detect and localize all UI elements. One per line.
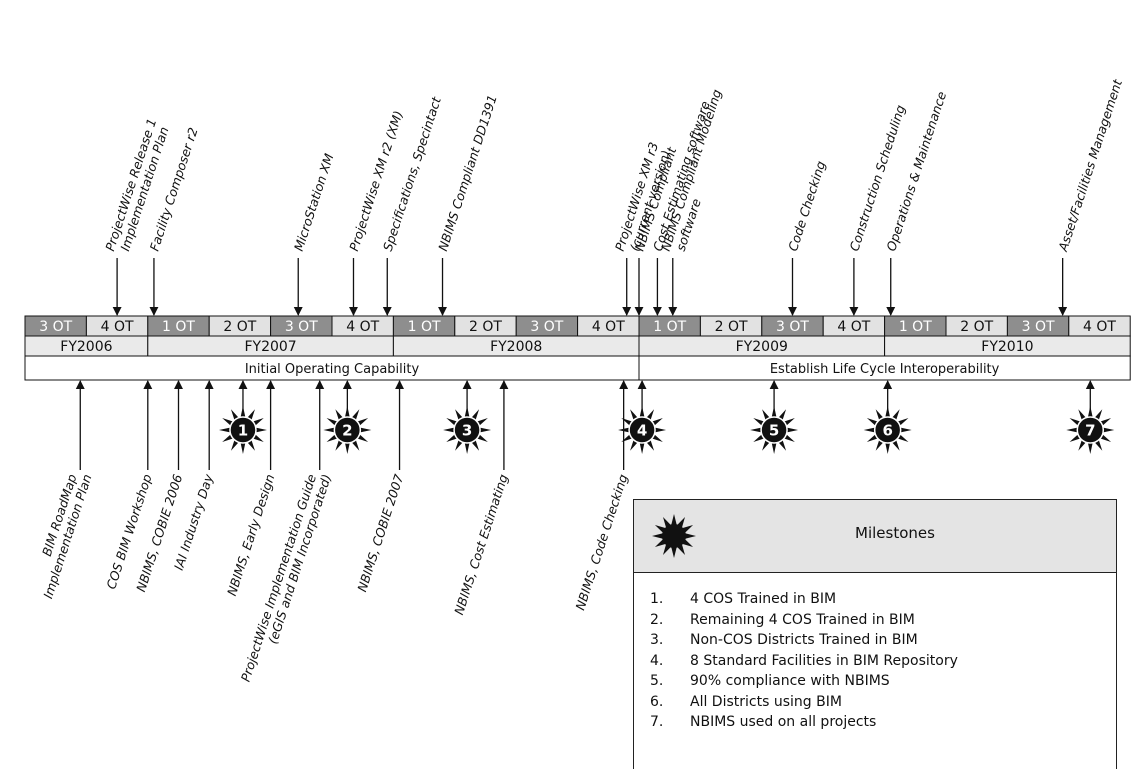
quarter-row: 3 OT 4 OT 1 OT 2 OT 3 OT 4 OT 1 OT 2 OT 3 OT 4 OT… <box>24 315 1131 337</box>
quarter-label: 4 OT <box>346 319 379 335</box>
legend-item: 7. NBIMS used on all projects <box>650 712 1116 733</box>
legend-item-text: 8 Standard Facilities in BIM Repository <box>690 652 958 669</box>
legend-item-number: 7. <box>650 714 664 730</box>
legend-item-text: Non-COS Districts Trained in BIM <box>690 632 918 648</box>
milestones-legend: Milestones 1. 4 COS Trained in BIM 2. Remai… <box>633 499 1117 769</box>
legend-item-text: NBIMS used on all projects <box>690 714 877 730</box>
milestone-number: 5 <box>769 422 779 440</box>
legend-item: 2. Remaining 4 COS Trained in BIM <box>650 610 1116 631</box>
milestone-number: 2 <box>342 422 352 440</box>
fiscal-year-label: FY2007 <box>244 339 296 355</box>
milestone-number: 4 <box>637 422 647 440</box>
milestone-marker-6: 6 <box>863 406 912 454</box>
event-label-nbims-dd1391: NBIMS Compliant DD1391 <box>435 93 500 253</box>
legend-item-text: 4 COS Trained in BIM <box>690 591 837 607</box>
phase-label: Establish Life Cycle Interoperability <box>770 362 1000 377</box>
quarter-label: 2 OT <box>469 319 502 335</box>
legend-header: Milestones <box>634 500 1116 573</box>
sun-icon <box>652 514 696 558</box>
phase-row: Initial Operating Capability Establish Li… <box>24 355 1131 381</box>
milestone-number: 1 <box>238 422 248 440</box>
legend-item: 4. 8 Standard Facilities in BIM Repositor… <box>650 651 1116 672</box>
quarter-label: 2 OT <box>715 319 748 335</box>
event-label-nbims-cobie-2007: NBIMS, COBIE 2007 <box>354 472 406 593</box>
milestone-marker-5: 5 <box>750 406 799 454</box>
legend-item-number: 3. <box>650 632 664 648</box>
quarter-label: 3 OT <box>776 319 809 335</box>
milestone-number: 7 <box>1085 422 1095 440</box>
milestone-marker-3: 3 <box>443 406 492 454</box>
quarter-label: 4 OT <box>837 319 870 335</box>
legend-item: 1. 4 COS Trained in BIM <box>650 589 1116 610</box>
milestone-marker-4: 4 <box>618 406 667 454</box>
event-label-nbims-code-checking: NBIMS, Code Checking <box>572 472 630 612</box>
legend-item: 6. All Districts using BIM <box>650 692 1116 713</box>
legend-item-number: 6. <box>650 693 664 710</box>
event-label-nbims-cost-estimating: NBIMS, Cost Estimating <box>451 472 511 616</box>
quarter-label: 3 OT <box>285 319 318 335</box>
quarter-label: 1 OT <box>162 319 195 335</box>
milestone-marker-7: 7 <box>1066 406 1115 454</box>
milestone-marker-1: 1 <box>218 406 267 454</box>
fiscal-year-label: FY2008 <box>490 339 542 355</box>
quarter-label: 3 OT <box>530 319 563 335</box>
legend-item-number: 1. <box>650 591 664 607</box>
phase-cell <box>638 355 1131 381</box>
quarter-label: 4 OT <box>1083 319 1116 335</box>
quarter-label: 1 OT <box>653 319 686 335</box>
event-label-microstation-xm: MicroStation XM <box>291 151 337 253</box>
milestone-number: 3 <box>462 422 472 440</box>
legend-item-text: All Districts using BIM <box>690 693 842 710</box>
legend-item-number: 4. <box>650 652 664 669</box>
fiscal-year-label: FY2009 <box>736 339 788 355</box>
quarter-label: 4 OT <box>592 319 625 335</box>
legend-item-number: 5. <box>650 673 664 689</box>
quarter-label: 3 OT <box>1022 319 1055 335</box>
milestone-markers: 1 2 3 4 5 6 7 <box>218 380 1115 454</box>
fiscal-year-label: FY2006 <box>60 339 112 355</box>
quarter-label: 1 OT <box>408 319 441 335</box>
quarter-label: 3 OT <box>39 319 72 335</box>
legend-item-text: 90% compliance with NBIMS <box>690 673 890 689</box>
quarter-label: 4 OT <box>101 319 134 335</box>
phase-label: Initial Operating Capability <box>245 362 420 377</box>
legend-item-number: 2. <box>650 611 664 628</box>
fiscal-year-row: FY2006 FY2007 FY2008 FY2009 FY2010 <box>24 335 1131 357</box>
legend-list: 1. 4 COS Trained in BIM 2. Remaining 4 COS … <box>634 573 1116 733</box>
milestone-marker-2: 2 <box>323 406 372 454</box>
milestone-number: 6 <box>882 422 892 440</box>
event-label-code-checking: Code Checking <box>785 159 828 253</box>
quarter-label: 2 OT <box>960 319 993 335</box>
legend-item-text: Remaining 4 COS Trained in BIM <box>690 611 915 628</box>
legend-item: 5. 90% compliance with NBIMS <box>650 671 1116 692</box>
event-label-projectwise-impl-guide: ProjectWise Implementation Guide <box>238 472 319 684</box>
event-label-asset-facilities-management: Asset/Facilities Management <box>1055 77 1125 254</box>
quarter-label: 2 OT <box>223 319 256 335</box>
legend-item: 3. Non-COS Districts Trained in BIM <box>650 630 1116 651</box>
quarter-label: 1 OT <box>899 319 932 335</box>
legend-title: Milestones <box>855 524 935 542</box>
fiscal-year-label: FY2010 <box>981 339 1033 355</box>
